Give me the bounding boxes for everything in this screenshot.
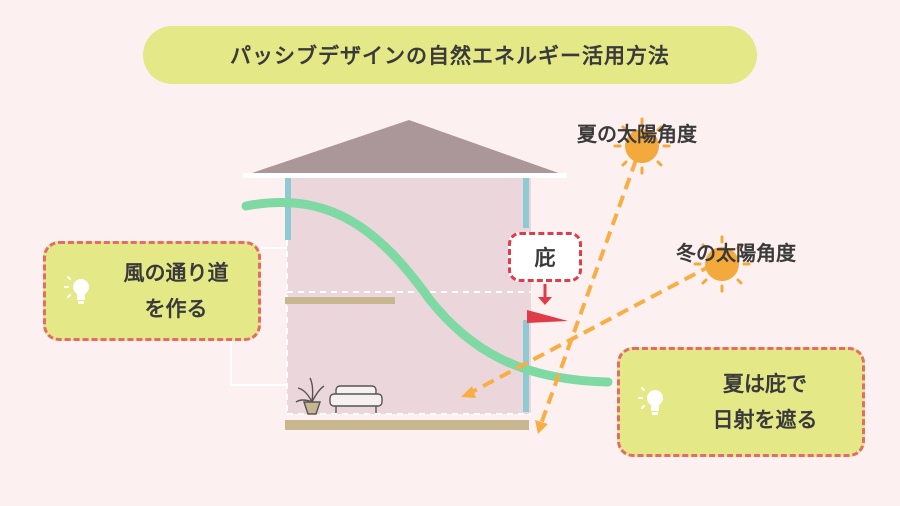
shelf-floor [285, 297, 395, 304]
roof-eave-white [243, 173, 567, 178]
plant-icon [295, 377, 325, 415]
winter-sun-ray-arrow [461, 386, 476, 398]
house-interior [287, 176, 531, 414]
lightbulb-icon [64, 276, 89, 304]
summer-sun-ray-arrow [535, 420, 548, 434]
lightbulb-icon [638, 387, 663, 415]
sofa-icon [329, 385, 383, 413]
eave-tag: 庇 [508, 232, 582, 282]
page-title: パッシブデザインの自然エネルギー活用方法 [143, 26, 757, 84]
winter-sun-label: 冬の太陽角度 [676, 241, 796, 265]
sun-icon [613, 117, 671, 175]
window-upper-left [285, 178, 291, 240]
summer-shade-callout: 夏は庇で 日射を遮る [617, 347, 865, 457]
ground-floor [285, 420, 529, 430]
eave [527, 310, 568, 323]
wind-path [241, 198, 613, 387]
sun-icon [693, 235, 751, 293]
callout-connector [230, 341, 287, 386]
roof [243, 120, 567, 176]
wind-path-text: 風の通り道 を作る [123, 261, 229, 321]
wind-path-callout: 風の通り道 を作る [43, 241, 261, 341]
arrow-down-icon [538, 284, 552, 305]
summer-sun-label: 夏の太陽角度 [577, 122, 697, 146]
summer-shade-text: 夏は庇で 日射を遮る [712, 372, 818, 432]
winter-sun-ray [469, 263, 713, 395]
summer-sun-ray [539, 159, 638, 425]
window-upper-right [523, 178, 529, 228]
